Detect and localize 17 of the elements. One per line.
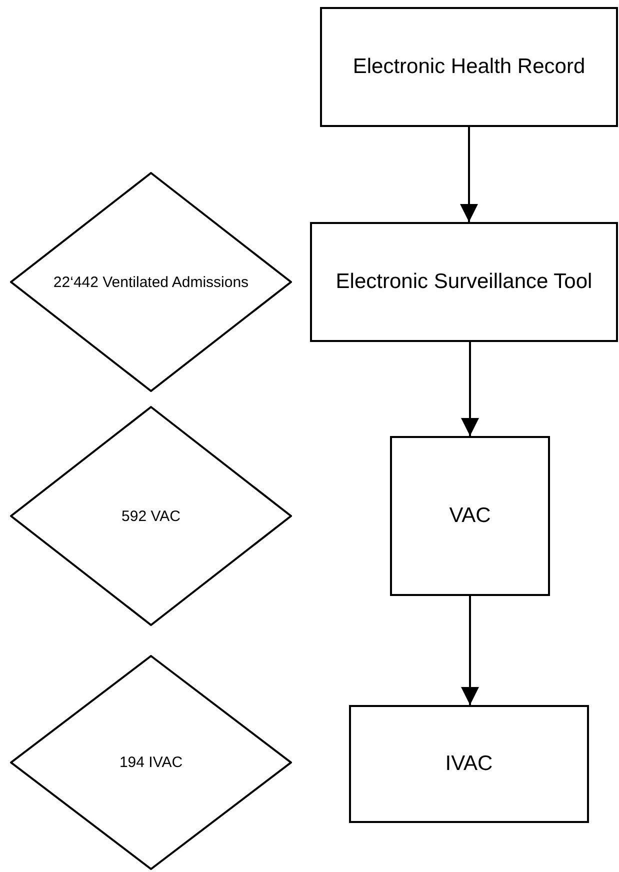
node-label: VAC (449, 504, 491, 528)
process-box (390, 436, 550, 596)
decision-diamond (10, 655, 292, 870)
node-label: Electronic Health Record (352, 55, 586, 79)
process-box (349, 705, 589, 823)
node-label: IVAC (445, 752, 493, 776)
process-box (310, 222, 618, 342)
arrow (460, 127, 478, 222)
arrow (461, 596, 479, 705)
decision-diamond (10, 406, 292, 626)
decision-diamond (10, 172, 292, 392)
node-label: 22‘442 Ventilated Admissions (53, 274, 249, 290)
node-label: 592 VAC (122, 508, 180, 524)
node-label: Electronic Surveillance Tool (336, 270, 592, 294)
node-label: 194 IVAC (119, 754, 183, 771)
arrow (461, 342, 479, 436)
process-box (320, 7, 618, 127)
